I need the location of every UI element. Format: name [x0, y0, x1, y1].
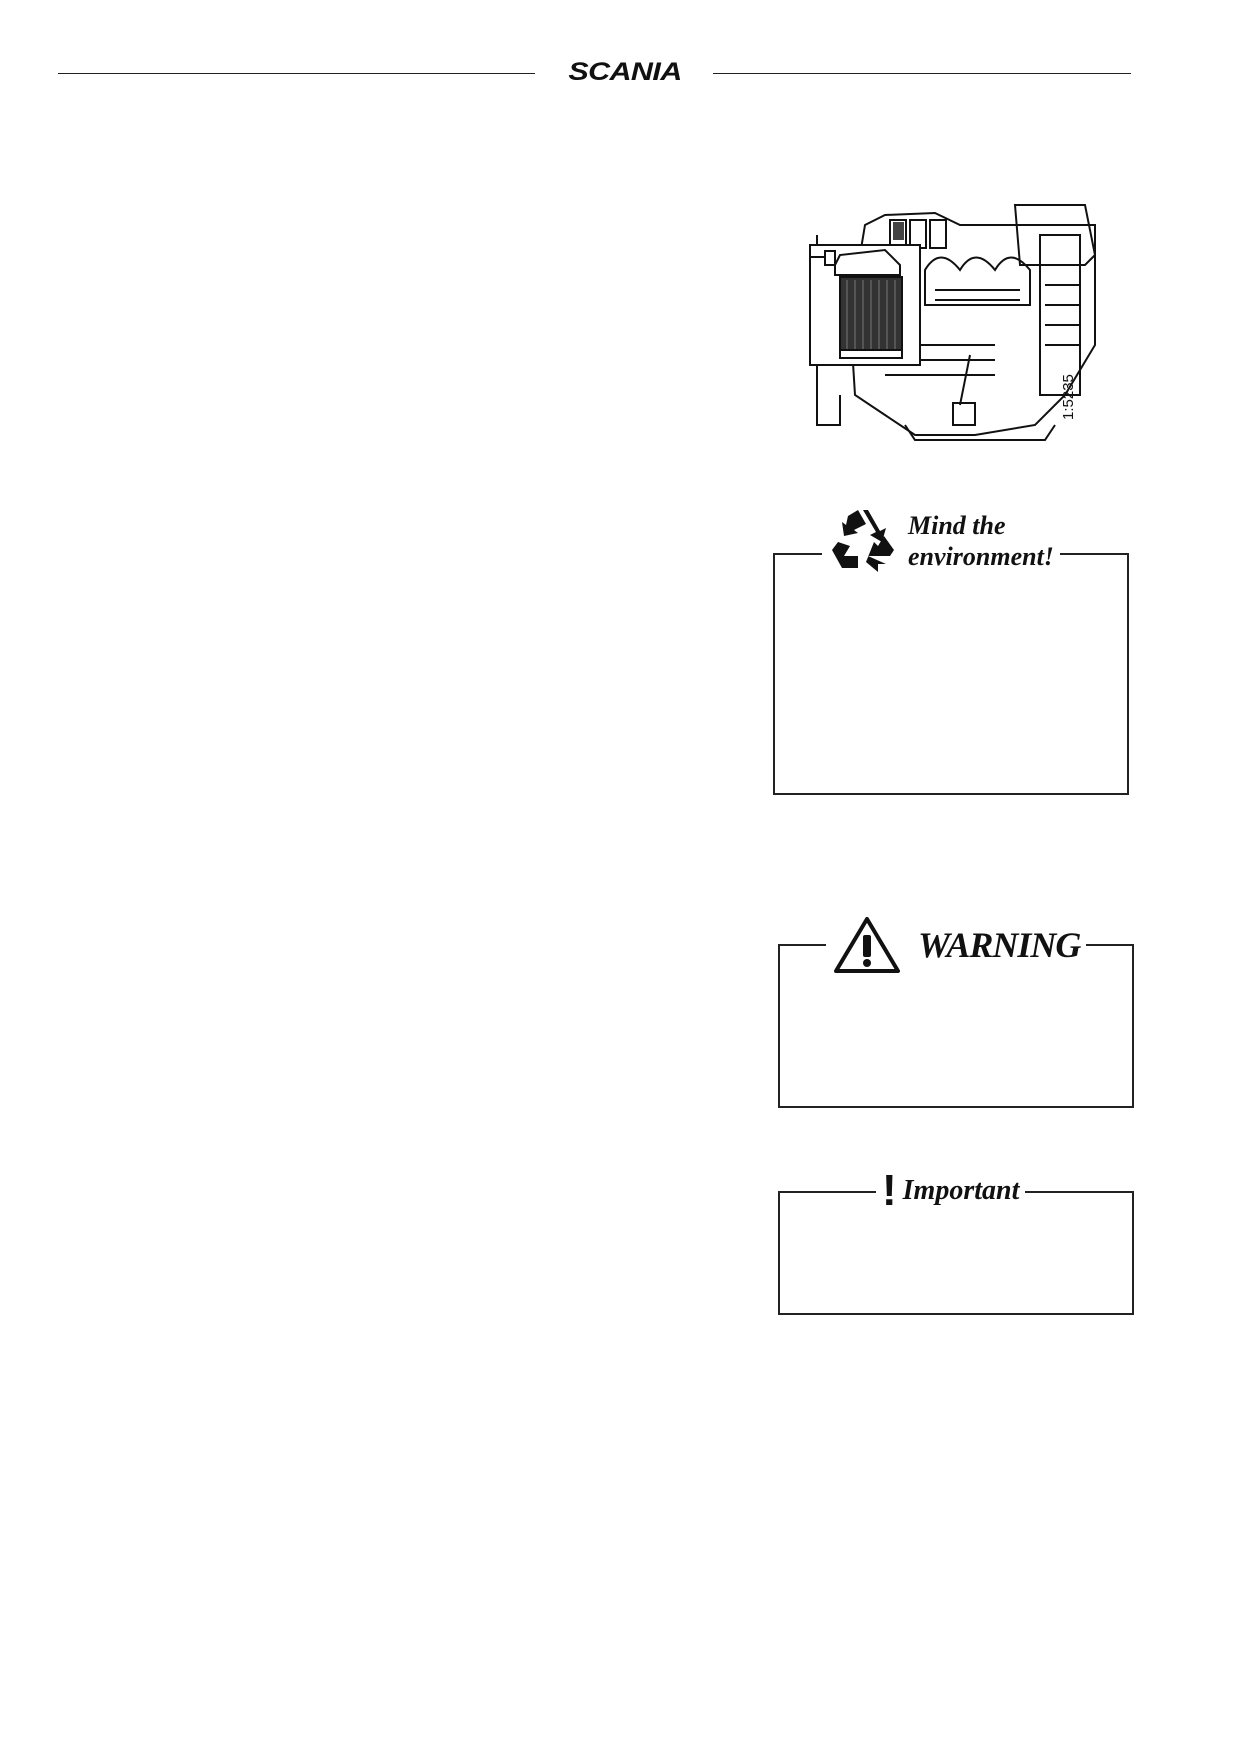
engine-oil-filter-illustration: [809, 204, 1097, 441]
important-notice-title: ! Important: [876, 1166, 1026, 1215]
scania-logo: SCANIA: [568, 58, 682, 86]
figure-reference: 1:5235: [1060, 374, 1077, 420]
environment-notice-box: [773, 553, 1129, 795]
header-rule-right: [713, 73, 1131, 74]
header-rule-left: [58, 73, 535, 74]
environment-notice-title: Mind the environment!: [822, 505, 1060, 577]
exclamation-icon: !: [882, 1166, 897, 1215]
environment-title-line2: environment!: [908, 542, 1054, 571]
warning-title-text: WARNING: [918, 925, 1081, 965]
recycle-icon: [832, 510, 894, 572]
warning-triangle-icon: [834, 917, 900, 973]
important-title-text: Important: [902, 1175, 1020, 1206]
warning-notice-title: WARNING: [826, 915, 1087, 975]
environment-title-line1: Mind the: [908, 511, 1006, 540]
